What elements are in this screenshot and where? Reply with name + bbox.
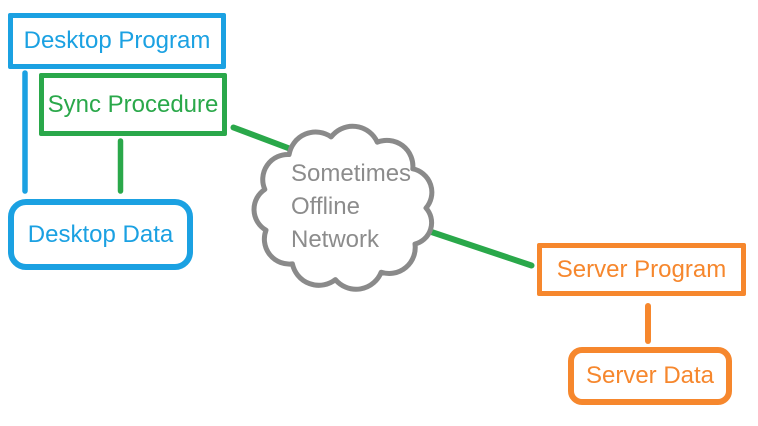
- network-cloud-icon: [251, 123, 435, 292]
- node-desktop-data: Desktop Data: [8, 199, 193, 270]
- node-sync-procedure-label: Sync Procedure: [47, 90, 219, 118]
- edge-sync-procedure-to-cloud: [230, 124, 295, 153]
- node-sync-procedure: Sync Procedure: [39, 73, 227, 136]
- network-cloud-label-line-2: Offline: [291, 193, 360, 220]
- node-server-program-label: Server Program: [556, 255, 727, 283]
- node-server-data: Server Data: [568, 347, 732, 405]
- node-desktop-data-label: Desktop Data: [27, 220, 174, 248]
- node-desktop-program-label: Desktop Program: [23, 27, 211, 54]
- node-server-data-label: Server Data: [585, 362, 715, 389]
- node-desktop-program: Desktop Program: [8, 13, 226, 69]
- node-server-program: Server Program: [537, 243, 746, 296]
- network-cloud-label-line-1: Sometimes: [291, 160, 412, 187]
- network-cloud-label-line-3: Network: [291, 226, 380, 253]
- edge-cloud-to-server-program: [421, 226, 535, 269]
- network-cloud-label: Sometimes Offline Network: [291, 157, 411, 256]
